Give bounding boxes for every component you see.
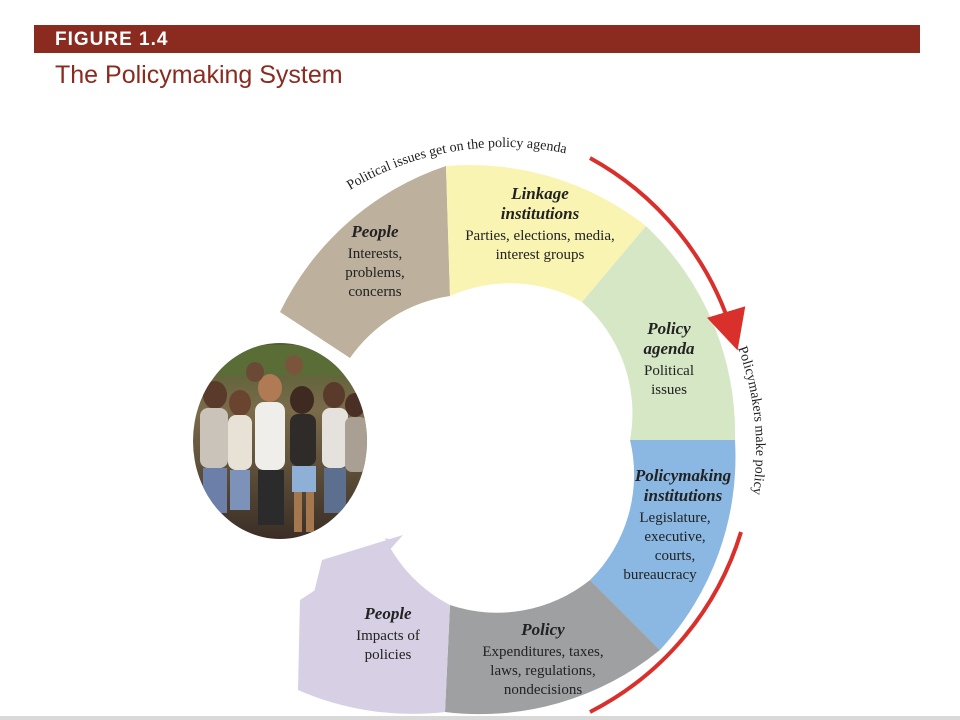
linkage-title-2: institutions [501, 204, 580, 223]
figure-title: The Policymaking System [55, 61, 343, 89]
people-output-line-2: policies [365, 647, 412, 663]
policymaking-line-4: bureaucracy [623, 567, 697, 583]
arc-label-right-text: Policymakers make policy [734, 344, 767, 496]
bottom-rule [0, 716, 960, 720]
people-input-title: People [350, 222, 399, 241]
policymaking-title-2: institutions [644, 486, 723, 505]
figure-label: FIGURE 1.4 [55, 29, 169, 50]
people-output-arrowhead [300, 535, 403, 650]
arc-label-right: Policymakers make policy [734, 344, 767, 496]
people-input-line-3: concerns [348, 284, 401, 300]
people-output-line-1: Impacts of [356, 628, 420, 644]
agenda-title-1: Policy [646, 319, 691, 338]
segment-policy [445, 580, 660, 715]
linkage-title-1: Linkage [510, 184, 569, 203]
red-flow-arrow [589, 156, 746, 351]
red-flow-arrow-lower [589, 531, 743, 714]
policy-title: Policy [520, 620, 565, 639]
linkage-line-1: Parties, elections, media, [465, 228, 615, 244]
agenda-line-2: issues [651, 382, 687, 398]
segment-people-input [280, 166, 450, 358]
policy-line-1: Expenditures, taxes, [482, 644, 603, 660]
segment-linkage-institutions [446, 165, 646, 302]
linkage-line-2: interest groups [496, 247, 585, 263]
agenda-title-2: agenda [644, 339, 696, 358]
segment-policymaking-institutions [590, 440, 736, 650]
agenda-line-1: Political [644, 363, 694, 379]
policy-line-3: nondecisions [504, 682, 582, 698]
policymaking-line-1: Legislature, [639, 510, 710, 526]
figure-header-bar [34, 25, 920, 53]
people-input-line-1: Interests, [348, 246, 403, 262]
policy-line-2: laws, regulations, [490, 663, 595, 679]
segment-policy-agenda [582, 226, 736, 440]
people-output-title: People [363, 604, 412, 623]
policymaking-title-1: Policymaking [634, 466, 732, 485]
policymaking-line-3: courts, [655, 548, 695, 564]
people-input-line-2: problems, [345, 265, 405, 281]
crowd-photo [193, 343, 367, 539]
policymaking-line-2: executive, [644, 529, 705, 545]
